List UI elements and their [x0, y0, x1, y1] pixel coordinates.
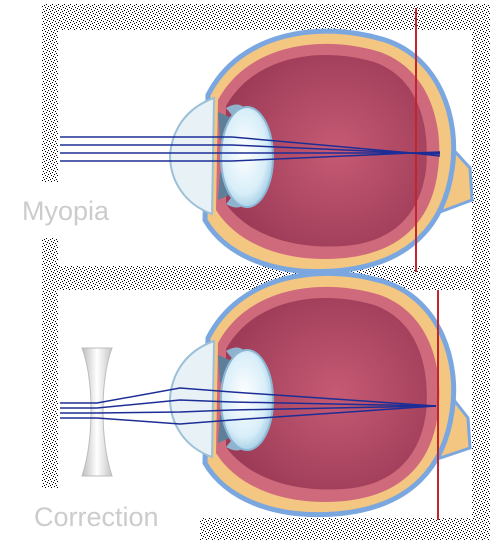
myopia-label: Myopia [4, 182, 154, 238]
lens [221, 350, 273, 450]
correction-label: Correction [4, 488, 200, 545]
lens [221, 107, 273, 207]
